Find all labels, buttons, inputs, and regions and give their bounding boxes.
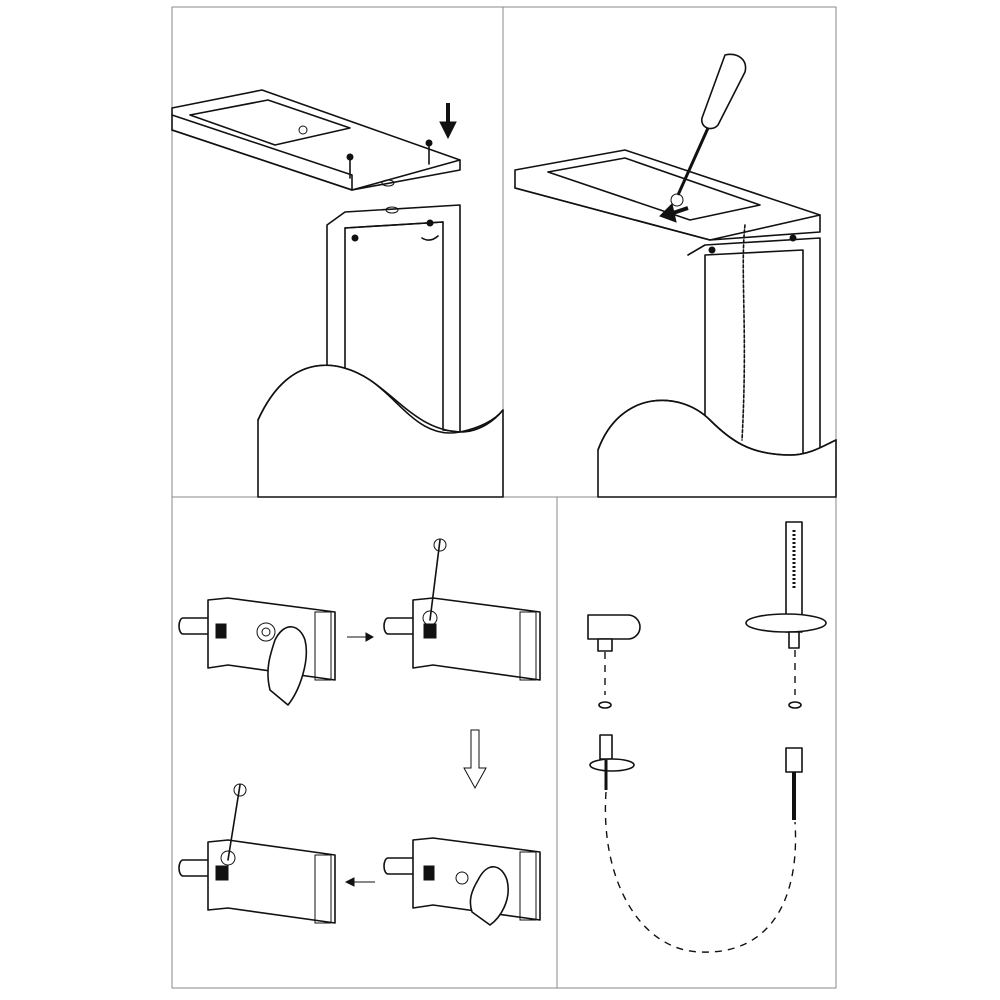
wrench-icon <box>220 783 247 866</box>
panel-step-1 <box>171 89 504 498</box>
top-cap-part <box>171 89 461 191</box>
panel-step-4 <box>587 521 827 953</box>
panel-step-3 <box>178 538 541 926</box>
left-arrow-icon <box>344 877 375 887</box>
down-arrow-icon <box>463 729 487 790</box>
profile-part <box>257 204 504 498</box>
panel-step-2 <box>514 53 837 498</box>
bracket-assembly-1 <box>178 597 336 706</box>
bracket-assembly-2 <box>383 538 541 681</box>
bracket-assembly-4 <box>178 783 336 924</box>
left-arrow-icon <box>659 203 689 223</box>
bracket-assembly-3 <box>383 837 541 926</box>
hand-shower-part <box>745 521 827 820</box>
wall-outlet-part <box>587 614 641 790</box>
hose-icon <box>604 650 797 953</box>
wrench-icon <box>422 538 447 626</box>
right-arrow-icon <box>347 632 375 642</box>
screwdriver-icon <box>676 53 747 196</box>
down-arrow-icon <box>439 103 457 140</box>
screw-icon <box>346 139 433 179</box>
